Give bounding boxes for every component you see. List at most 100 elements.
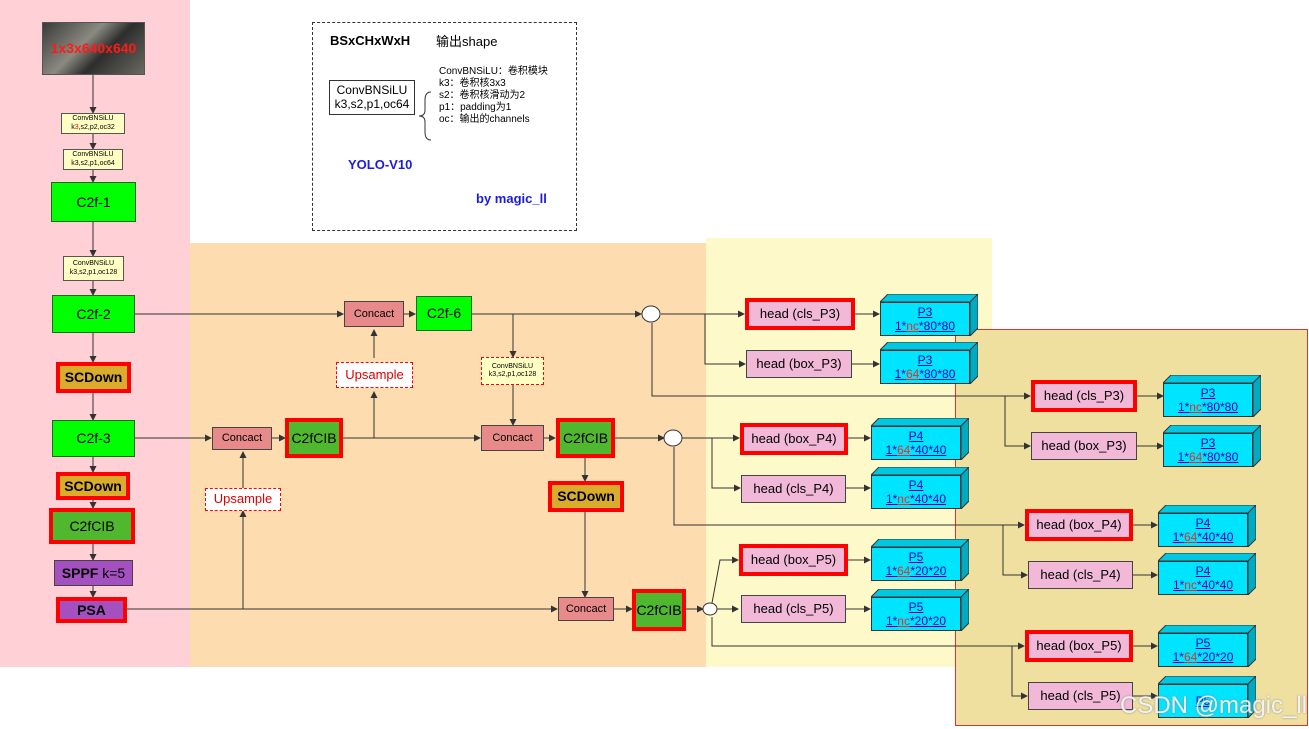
legend-brace xyxy=(418,91,432,141)
legend-module-line1: ConvBNSiLU xyxy=(336,82,408,97)
legend-note: ConvBNSiLU：卷积模块 xyxy=(439,66,548,77)
model-name: YOLO-V10 xyxy=(348,157,413,172)
output-level: P5 xyxy=(908,600,924,614)
output-level: P3 xyxy=(917,305,933,319)
conv-block-2-name: ConvBNSiLU xyxy=(72,151,114,159)
concat-block-2: Concact xyxy=(212,427,272,450)
split-node-p4 xyxy=(663,429,683,447)
output-level: P5 xyxy=(1195,636,1211,650)
output-cube-a4: P5 1*64*20*20 xyxy=(871,539,969,581)
output-size: *40*40 xyxy=(1196,578,1234,592)
output-batch: 1* xyxy=(894,319,907,333)
conv-block-2: ConvBNSiLU k3,s2,p1,oc64 xyxy=(63,149,123,170)
conv-block-1-kernel-highlight: 3 xyxy=(74,123,79,131)
output-size: *40*40 xyxy=(909,492,947,506)
scdown-block-2: SCDown xyxy=(56,472,130,500)
output-size: *40*40 xyxy=(910,443,947,457)
output-size: *20*20 xyxy=(909,614,947,628)
conv-block-3-params: k3,s2,p1,oc128 xyxy=(69,268,118,276)
legend-box xyxy=(312,22,577,231)
output-channels: 64 xyxy=(905,367,920,381)
input-size-label: 1x3x640x640 xyxy=(50,40,137,57)
watermark: CSDN @magic_ll xyxy=(1120,692,1308,719)
legend-module-box: ConvBNSiLU k3,s2,p1,oc64 xyxy=(329,80,415,115)
output-channels: nc xyxy=(906,319,919,333)
head-block-a5: head (cls_P5) xyxy=(741,595,846,623)
c2fcib-block-3: C2fCIB xyxy=(556,418,615,458)
output-batch: 1* xyxy=(885,443,897,457)
legend-shape-label: 输出shape xyxy=(436,34,498,49)
sppf-kernel: k=5 xyxy=(102,564,126,581)
output-size: *80*80 xyxy=(919,367,956,381)
output-batch: 1* xyxy=(885,614,898,628)
conv-block-mid-name: ConvBNSiLU xyxy=(491,362,534,370)
output-size: *20*20 xyxy=(1197,650,1234,664)
output-size: *40*40 xyxy=(1197,530,1234,544)
output-batch: 1* xyxy=(894,367,906,381)
legend-note: oc：输出的channels xyxy=(439,114,530,125)
scdown-block-1: SCDown xyxy=(56,362,131,393)
c2f-3-block: C2f-3 xyxy=(52,420,135,457)
legend-note: s2：卷积核滑动为2 xyxy=(439,90,526,101)
output-batch: 1* xyxy=(1172,578,1185,592)
output-level: P4 xyxy=(1195,516,1211,530)
input-image: 1x3x640x640 xyxy=(42,22,145,75)
output-channels: 64 xyxy=(896,564,911,578)
legend-format: BSxCHxWxH xyxy=(330,33,411,48)
legend-note: k3：卷积核3x3 xyxy=(439,78,506,89)
output-channels: nc xyxy=(1189,400,1202,414)
conv-block-3-name: ConvBNSiLU xyxy=(72,260,115,268)
head-block-a4: head (box_P5) xyxy=(739,544,848,576)
head-block-a2: head (box_P4) xyxy=(740,423,848,455)
output-batch: 1* xyxy=(885,564,897,578)
output-cube-b5: P5 xyxy=(1158,676,1256,718)
conv-block-1-name: ConvBNSiLU xyxy=(72,115,114,123)
c2fcib-block-2: C2fCIB xyxy=(285,418,343,458)
sppf-block: SPPF k=5 xyxy=(54,560,133,586)
output-cube-a0: P3 1*nc*80*80 xyxy=(880,294,978,336)
conv-block-mid-params: k3,s2,p1,oc128 xyxy=(488,371,537,378)
head-block-a1: head (box_P3) xyxy=(746,350,852,378)
output-channels: nc xyxy=(897,614,910,628)
head-block-b2: head (box_P4) xyxy=(1025,509,1133,541)
head-block-b5: head (cls_P5) xyxy=(1028,682,1133,710)
output-level: P4 xyxy=(908,429,924,443)
split-node-p3 xyxy=(641,305,661,323)
conv-block-2-params: k3,s2,p1,oc64 xyxy=(71,159,115,167)
output-size: *20*20 xyxy=(910,564,947,578)
concat-block-4: Concact xyxy=(558,597,614,621)
output-batch: 1* xyxy=(885,492,898,506)
legend-note: p1：padding为1 xyxy=(439,102,512,113)
split-node-p5 xyxy=(702,602,718,616)
output-size: *80*80 xyxy=(918,319,956,333)
conv-block-mid: ConvBNSiLU k3,s2,p1,oc128 xyxy=(481,357,544,385)
output-channels: nc xyxy=(1184,578,1197,592)
head-block-b0: head (cls_P3) xyxy=(1031,380,1137,412)
output-channels: 64 xyxy=(1183,530,1198,544)
output-level: P5 xyxy=(908,550,924,564)
conv-block-1-params: k3,s2,p2,oc32 xyxy=(71,123,115,131)
c2fcib-block-1: C2fCIB xyxy=(49,508,135,544)
concat-block-1: Concact xyxy=(344,301,404,327)
head-block-b3: head (cls_P4) xyxy=(1028,561,1133,589)
output-channels: 64 xyxy=(1183,650,1198,664)
head-block-b1: head (box_P3) xyxy=(1031,432,1137,460)
output-cube-a2: P4 1*64*40*40 xyxy=(871,418,969,460)
output-level: P3 xyxy=(1200,386,1216,400)
output-level: P4 xyxy=(908,478,924,492)
output-level: P3 xyxy=(1200,436,1216,450)
head-block-a0: head (cls_P3) xyxy=(745,298,855,330)
head-block-b4: head (box_P5) xyxy=(1025,630,1133,662)
output-level: P5 xyxy=(1195,694,1211,708)
psa-block: PSA xyxy=(56,597,127,623)
legend-notes: ConvBNSiLU：卷积模块 k3：卷积核3x3 s2：卷积核滑动为2 p1：… xyxy=(439,66,548,126)
output-channels: 64 xyxy=(896,443,911,457)
c2f-6-block: C2f-6 xyxy=(416,296,472,331)
c2f-1-block: C2f-1 xyxy=(51,182,136,222)
